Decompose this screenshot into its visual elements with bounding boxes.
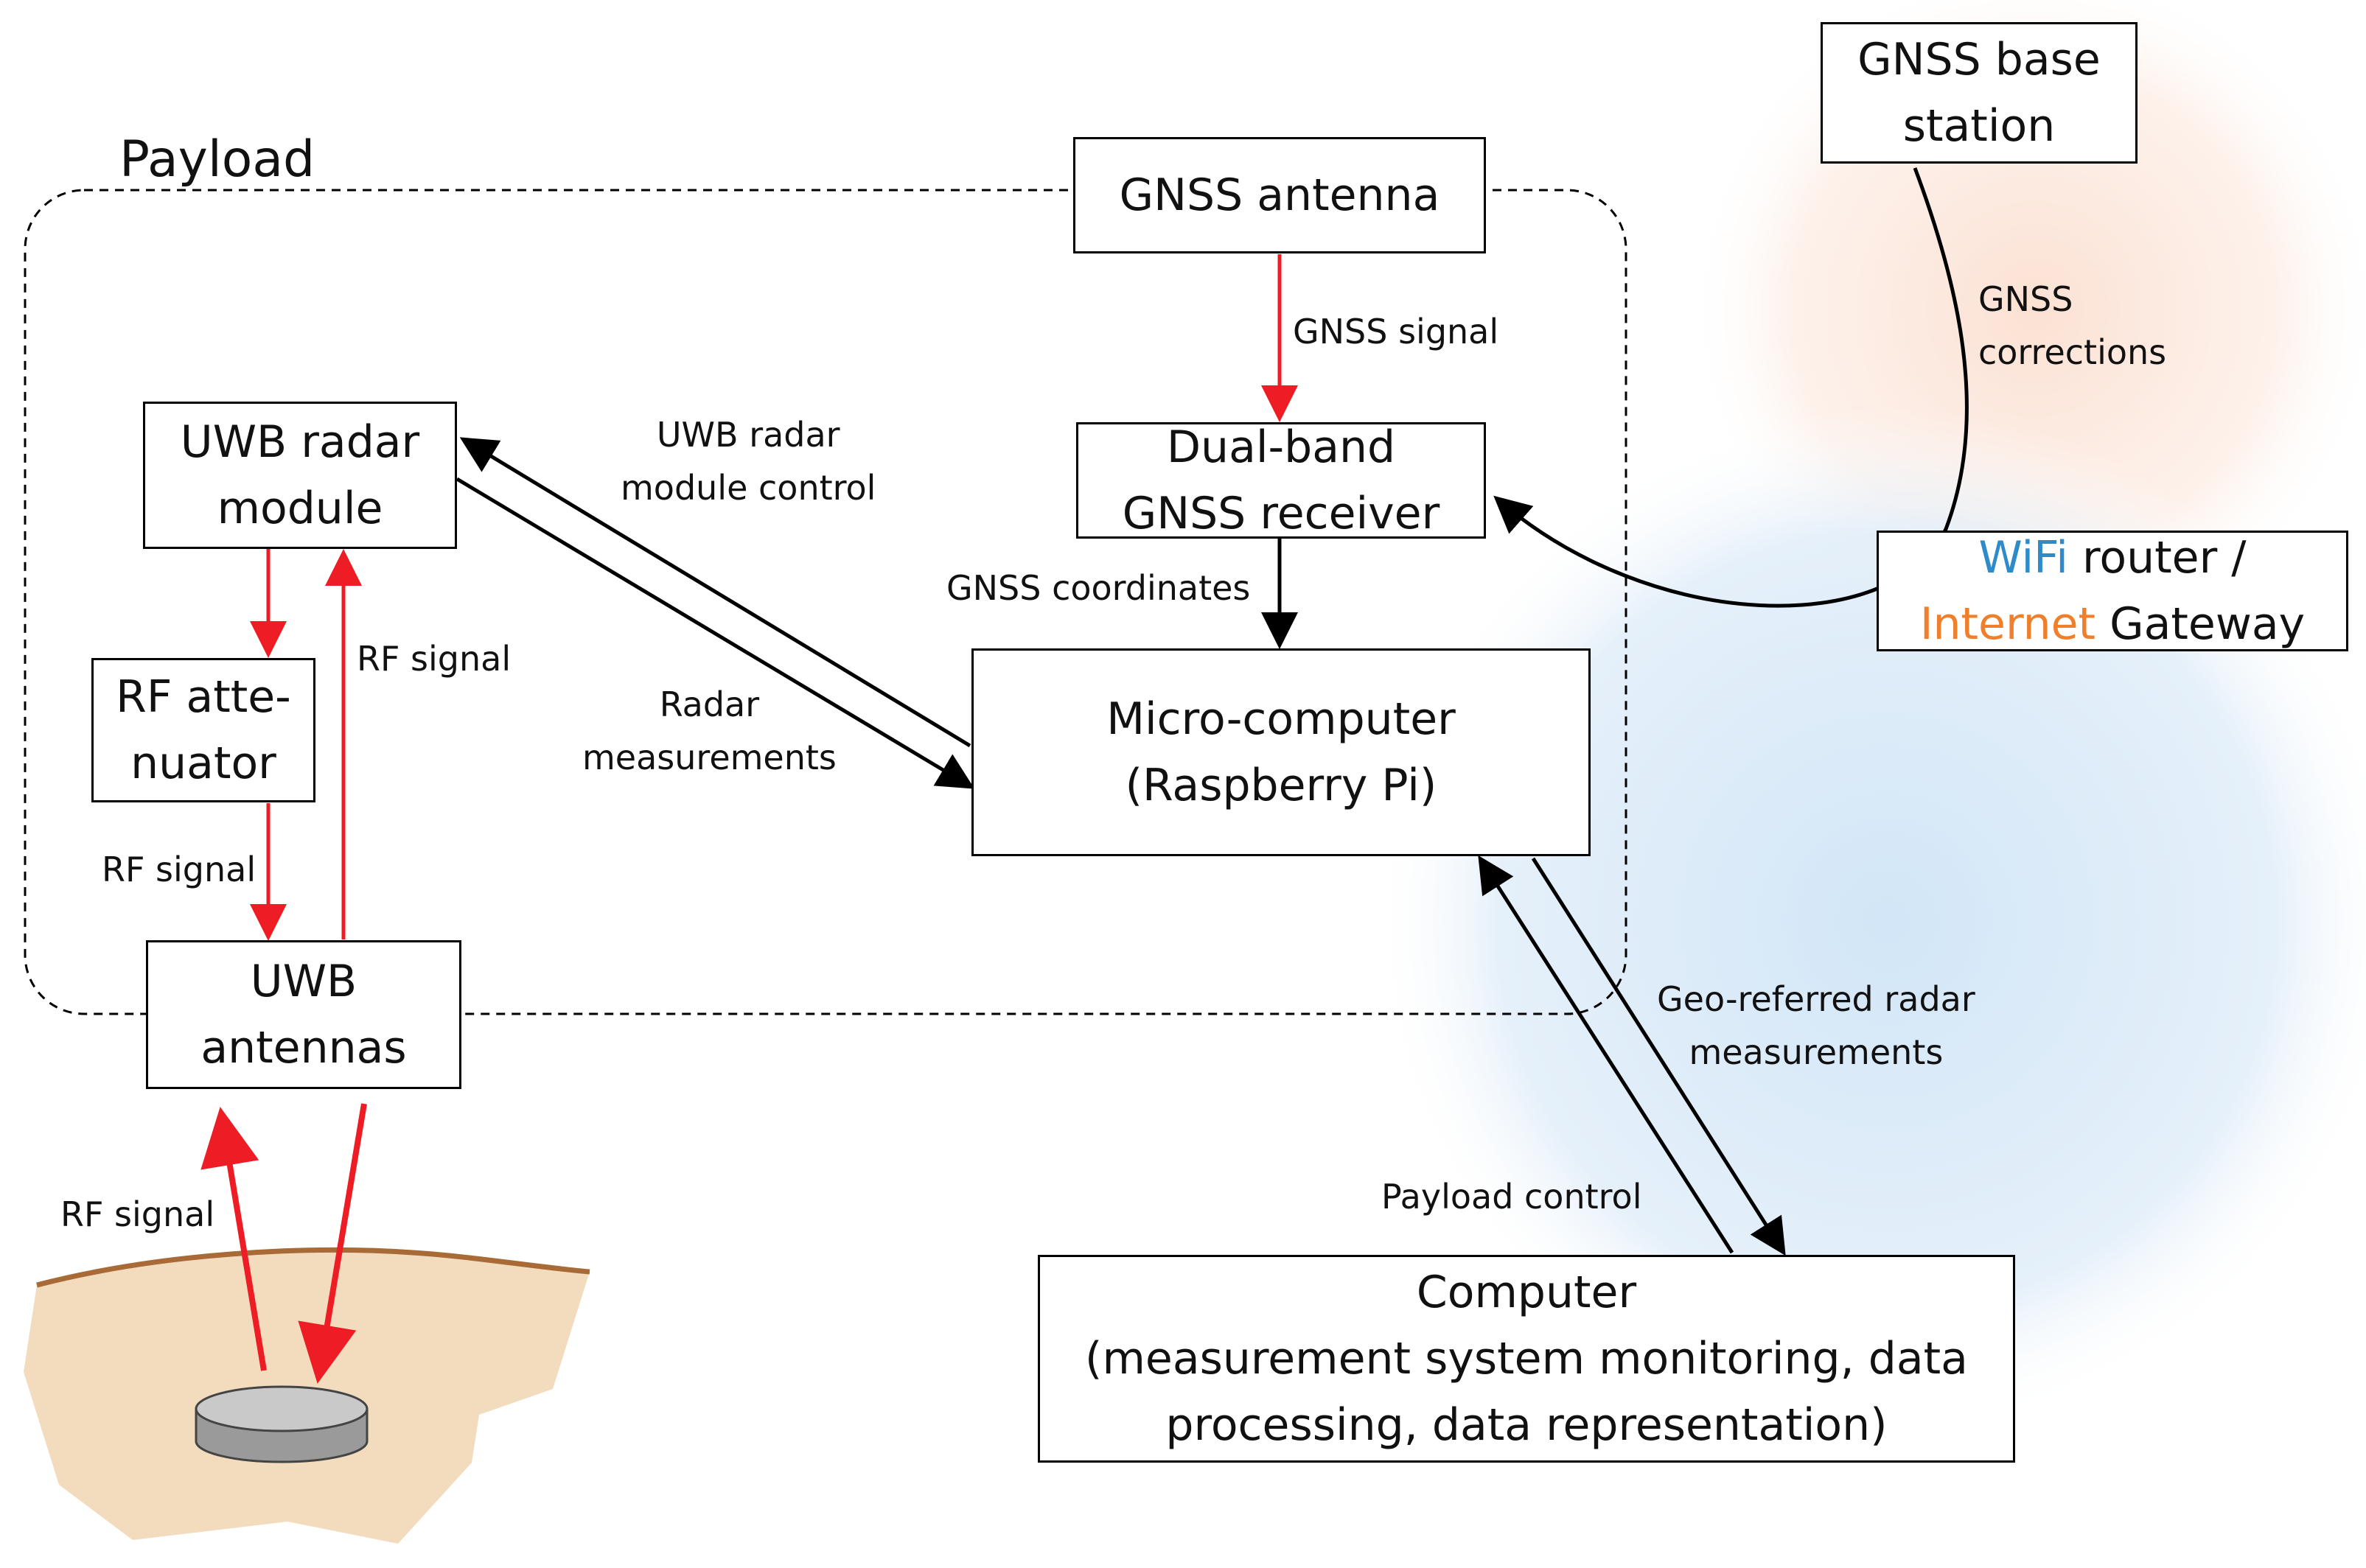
uwb-antennas-line-2: antennas xyxy=(200,1022,407,1074)
uwb-radar-module-box: UWB radar module xyxy=(143,402,457,549)
arrow-microcomputer-to-computer xyxy=(1531,857,1786,1256)
router-box: WiFi router / Internet Gateway xyxy=(1877,531,2348,651)
wifi-glow xyxy=(1371,405,2366,1437)
computer-line-2: (measurement system monitoring, data xyxy=(1085,1333,1968,1385)
rf-attenuator-line-1: RF atte- xyxy=(116,671,291,723)
router-text: router / xyxy=(2067,532,2247,584)
label-gnss-corrections: GNSS corrections xyxy=(1978,273,2166,379)
gnss-antenna-label: GNSS antenna xyxy=(1119,169,1440,221)
gnss-base-line-2: station xyxy=(1902,100,2056,152)
label-gnss-signal: GNSS signal xyxy=(1293,312,1499,351)
gnss-receiver-line-2: GNSS receiver xyxy=(1122,488,1440,539)
label-geo-referred-line-1: Geo-referred radar xyxy=(1657,979,1975,1019)
label-radar-measurements-line-2: measurements xyxy=(582,738,837,777)
rf-attenuator-box: RF atte- nuator xyxy=(91,658,315,802)
wifi-text: WiFi xyxy=(1978,532,2068,584)
label-geo-referred-line-2: measurements xyxy=(1689,1032,1944,1072)
label-rf-signal-ground: RF signal xyxy=(60,1194,215,1234)
uwb-module-line-1: UWB radar xyxy=(180,416,420,468)
label-payload-control: Payload control xyxy=(1381,1177,1642,1217)
arrow-ground-to-antennas xyxy=(200,1107,267,1371)
label-gnss-coordinates: GNSS coordinates xyxy=(946,568,1251,608)
label-rf-signal-down: RF signal xyxy=(102,850,257,889)
arrow-microcomputer-to-module xyxy=(459,437,971,748)
arrow-module-to-microcomputer xyxy=(456,477,975,789)
label-gnss-corrections-line-1: GNSS xyxy=(1978,279,2073,319)
rf-attenuator-line-2: nuator xyxy=(130,738,276,789)
arrow-computer-to-microcomputer xyxy=(1478,855,1734,1254)
label-geo-referred-measurements: Geo-referred radar measurements xyxy=(1657,973,1975,1079)
label-radar-measurements: Radar measurements xyxy=(582,678,837,784)
label-rf-signal-up: RF signal xyxy=(357,639,512,679)
uwb-module-line-2: module xyxy=(217,483,383,534)
gateway-text: Gateway xyxy=(2095,598,2306,650)
uwb-antennas-box: UWB antennas xyxy=(146,940,461,1089)
micro-computer-line-1: Micro-computer xyxy=(1106,693,1456,745)
router-line-2: Internet Gateway xyxy=(1920,591,2305,657)
gnss-receiver-box: Dual-band GNSS receiver xyxy=(1076,421,1486,539)
payload-boundary xyxy=(24,189,1627,1015)
label-uwb-module-control: UWB radar module control xyxy=(621,408,876,514)
label-uwb-module-control-line-2: module control xyxy=(621,468,876,508)
router-line-1: WiFi router / xyxy=(1978,525,2246,591)
micro-computer-box: Micro-computer (Raspberry Pi) xyxy=(971,648,1591,856)
gnss-base-line-1: GNSS base xyxy=(1857,34,2101,85)
buried-object xyxy=(195,1385,369,1463)
gnss-base-station-box: GNSS base station xyxy=(1821,22,2138,164)
gnss-antenna-box: GNSS antenna xyxy=(1073,137,1486,253)
computer-line-1: Computer xyxy=(1416,1267,1637,1318)
gnss-receiver-line-1: Dual-band xyxy=(1166,421,1396,473)
computer-box: Computer (measurement system monitoring,… xyxy=(1038,1255,2015,1463)
label-uwb-module-control-line-1: UWB radar xyxy=(656,415,840,455)
payload-title: Payload xyxy=(119,130,315,189)
uwb-antennas-line-1: UWB xyxy=(250,956,357,1007)
micro-computer-line-2: (Raspberry Pi) xyxy=(1125,760,1437,811)
ground-surface-line xyxy=(36,1247,590,1288)
internet-text: Internet xyxy=(1919,598,2096,650)
arrow-antennas-to-ground xyxy=(298,1103,367,1384)
computer-line-3: processing, data representation) xyxy=(1165,1399,1888,1451)
label-gnss-corrections-line-2: corrections xyxy=(1978,332,2167,372)
label-radar-measurements-line-1: Radar xyxy=(659,685,760,724)
